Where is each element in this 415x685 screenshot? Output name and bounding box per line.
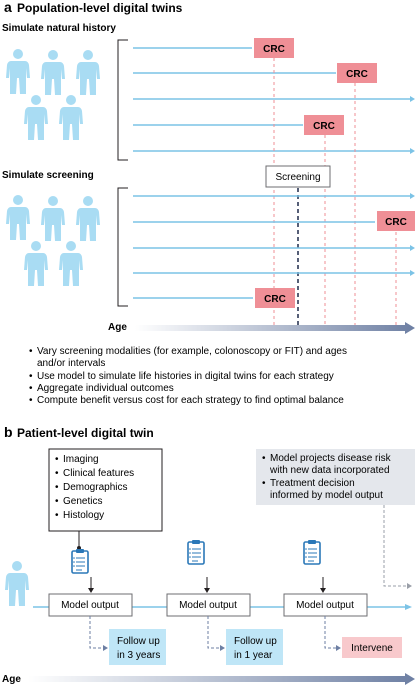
arrow-head: [405, 604, 412, 610]
bullet-text: Vary screening modalities (for example, …: [37, 346, 347, 357]
bullet-text: and/or intervals: [37, 358, 105, 369]
bullet-text: Compute benefit versus cost for each str…: [37, 395, 344, 406]
clipboard-icon: [71, 548, 89, 574]
bullet-dot: •: [29, 371, 33, 382]
person-icon: [41, 196, 65, 241]
followup-3-years-box: Follow up in 3 years: [109, 629, 166, 665]
svg-text:•: •: [55, 454, 59, 465]
svg-text:CRC: CRC: [313, 121, 335, 132]
svg-text:Follow up: Follow up: [117, 636, 160, 647]
svg-text:•: •: [55, 468, 59, 479]
model-output-box: Model output: [166, 593, 251, 617]
patient-person-icon: [5, 561, 29, 606]
panel-b-title: Patient-level digital twin: [17, 426, 154, 440]
person-icon: [24, 95, 48, 140]
svg-text:Screening: Screening: [275, 172, 320, 183]
model-output-box: Model output: [283, 593, 368, 617]
svg-text:•: •: [55, 482, 59, 493]
person-icon: [6, 195, 30, 240]
followup-1-year-box: Follow up in 1 year: [226, 629, 283, 665]
screening-box: Screening: [265, 165, 331, 188]
panel-a-title: Population-level digital twins: [17, 1, 183, 15]
model-output-box: Model output: [48, 593, 133, 617]
natural-history-bracket: [117, 39, 128, 161]
age-axis-arrow-a: [135, 322, 415, 334]
svg-text:in 1 year: in 1 year: [234, 650, 273, 661]
panel-b-letter: b: [4, 424, 13, 440]
clipboard-icon: [187, 539, 205, 565]
person-icon: [59, 241, 83, 286]
svg-text:•: •: [55, 510, 59, 521]
svg-text:•: •: [262, 478, 266, 489]
model-notes-box: • Model projects disease risk with new d…: [256, 449, 415, 505]
svg-text:CRC: CRC: [264, 294, 286, 305]
crc-box: CRC: [377, 211, 415, 231]
note-text: with new data incorporated: [269, 465, 390, 476]
bullet-dot: •: [29, 395, 33, 406]
svg-text:•: •: [55, 496, 59, 507]
bullet-dot: •: [29, 383, 33, 394]
screening-label: Simulate screening: [2, 170, 94, 181]
input-item: Demographics: [63, 482, 127, 493]
outcome-arrow-heads: [103, 645, 341, 651]
input-item: Genetics: [63, 496, 102, 507]
arrow-head: [410, 96, 415, 102]
bullet-text: Aggregate individual outcomes: [37, 383, 174, 394]
arrow-head: [410, 270, 415, 276]
note-text: Treatment decision: [270, 478, 355, 489]
crc-box: CRC: [304, 115, 344, 135]
clipboard-to-output-arrows: [88, 577, 326, 593]
person-icon: [41, 50, 65, 95]
natural-history-people: [6, 49, 100, 140]
input-item: Clinical features: [63, 468, 134, 479]
arrow-head: [407, 583, 412, 589]
panel-a-bullets: • Vary screening modalities (for example…: [29, 346, 347, 406]
svg-text:Intervene: Intervene: [351, 643, 393, 654]
inputs-box: • Imaging • Clinical features • Demographic…: [48, 448, 163, 532]
person-icon: [6, 49, 30, 94]
note-text: Model projects disease risk: [270, 453, 392, 464]
crc-box: CRC: [254, 38, 294, 58]
clipboard-icon: [303, 539, 321, 565]
bullet-dot: •: [29, 346, 33, 357]
svg-text:CRC: CRC: [346, 69, 368, 80]
screening-timelines: [133, 193, 415, 299]
panel-a-letter: a: [4, 0, 12, 15]
svg-text:CRC: CRC: [263, 44, 285, 55]
svg-text:Model output: Model output: [179, 600, 237, 611]
outcome-connectors: [89, 616, 337, 649]
notes-dashed-connector: [383, 505, 408, 587]
person-icon: [24, 241, 48, 286]
svg-text:Follow up: Follow up: [234, 636, 277, 647]
input-item: Histology: [63, 510, 104, 521]
screening-bracket: [117, 187, 128, 307]
input-item: Imaging: [63, 454, 99, 465]
age-axis-arrow-b: [28, 673, 415, 685]
arrow-head: [410, 193, 415, 199]
svg-text:in 3 years: in 3 years: [117, 650, 160, 661]
svg-text:CRC: CRC: [385, 217, 407, 228]
svg-text:Model output: Model output: [61, 600, 119, 611]
person-icon: [76, 50, 100, 95]
note-text: informed by model output: [270, 490, 383, 501]
crc-box: CRC: [337, 63, 377, 83]
person-icon: [59, 95, 83, 140]
svg-text:Model output: Model output: [296, 600, 354, 611]
intervene-box: Intervene: [342, 637, 402, 658]
crc-box: CRC: [255, 288, 295, 308]
natural-history-timelines: [133, 47, 415, 154]
arrow-head: [410, 148, 415, 154]
svg-text:•: •: [262, 453, 266, 464]
screening-people: [6, 195, 100, 286]
age-label-a: Age: [108, 322, 127, 333]
age-label-b: Age: [2, 674, 21, 685]
arrow-head: [410, 245, 415, 251]
natural-history-label: Simulate natural history: [2, 23, 116, 34]
person-icon: [76, 196, 100, 241]
bullet-text: Use model to simulate life histories in …: [37, 371, 334, 382]
